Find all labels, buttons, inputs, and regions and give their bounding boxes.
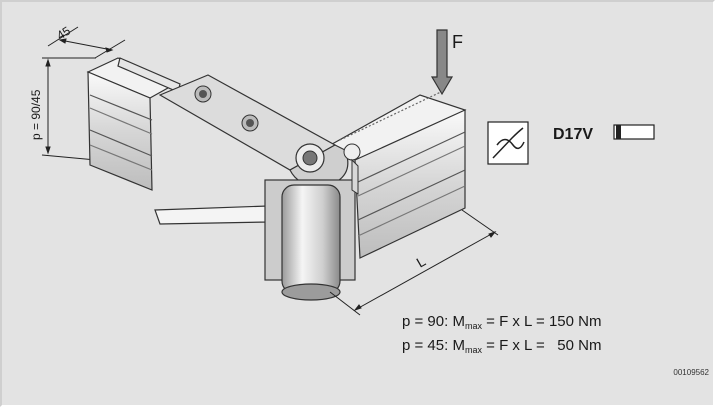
hinge-body	[264, 179, 356, 301]
left-profile	[86, 57, 181, 191]
formula-line-1: p = 90: Mmax = F x L = 150 Nm	[402, 313, 602, 331]
width-dimension	[47, 26, 126, 59]
force-arrow	[430, 29, 454, 96]
pitch-dim-label: p = 90/45	[29, 89, 43, 140]
bottom-plate	[154, 205, 269, 225]
formula-line-2: p = 45: Mmax = F x L = 50 Nm	[402, 337, 602, 355]
width-dim-label: 45	[54, 23, 73, 42]
pitch-dimension	[41, 57, 97, 161]
screw-hole-2	[241, 114, 259, 132]
pivot-bolt	[295, 143, 325, 173]
length-dimension	[329, 209, 499, 316]
force-label: F	[452, 32, 463, 52]
drive-label: D17V	[553, 126, 593, 143]
right-profile	[323, 89, 467, 259]
drive-bar-icon	[613, 124, 655, 140]
reference-code: 00109562	[673, 368, 709, 377]
hinge-latch	[343, 143, 361, 195]
drive-symbol-icon	[487, 121, 529, 165]
screw-hole-1	[194, 85, 212, 103]
length-label: L	[414, 253, 429, 271]
moment-formula: p = 90: Mmax = F x L = 150 Nm p = 45: Mm…	[402, 312, 601, 360]
